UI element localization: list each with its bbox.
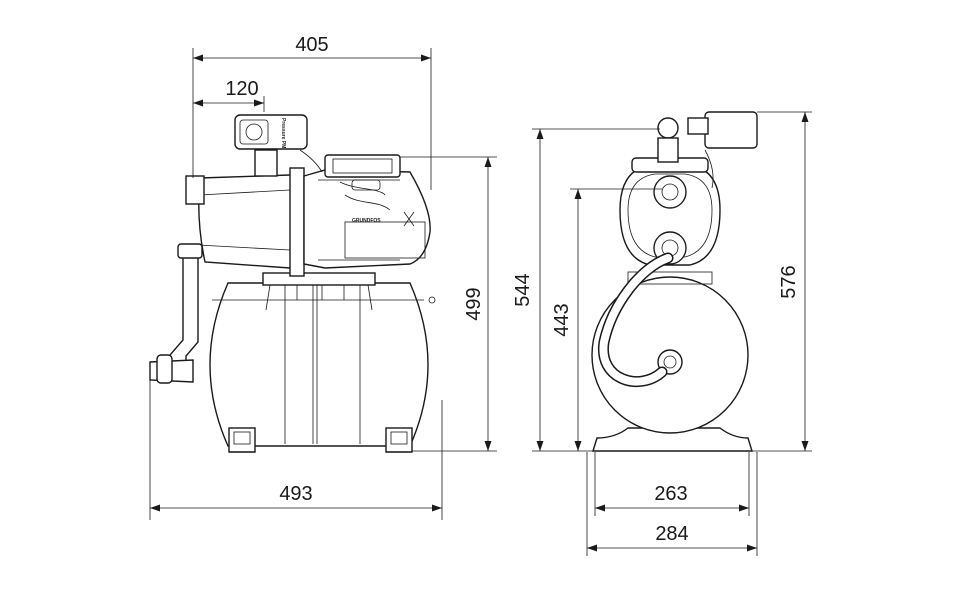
- dim-544-label: 544: [512, 273, 534, 306]
- pump-housing: GRUNDFOS: [185, 154, 431, 277]
- dim-544: 544: [512, 128, 660, 452]
- dim-263: 263: [594, 452, 750, 516]
- dim-443-label: 443: [551, 303, 573, 336]
- dim-284: 284: [586, 452, 758, 556]
- dim-499-label: 499: [463, 287, 485, 320]
- base-plate: [592, 427, 753, 452]
- dim-263-label: 263: [654, 483, 687, 505]
- dim-576-label: 576: [778, 265, 800, 298]
- brand-label: GRUNDFOS: [352, 218, 381, 224]
- dim-576: 576: [752, 111, 812, 452]
- pressure-tank-side: [209, 282, 436, 453]
- switch-label: Pressure PM: [280, 118, 286, 148]
- dim-493-label: 493: [279, 483, 312, 505]
- pressure-tank-front: [591, 271, 749, 434]
- dim-405: 405: [192, 34, 432, 190]
- side-view: GRUNDFOS Pressure PM: [149, 34, 497, 520]
- dim-120: 120: [193, 78, 265, 112]
- pressure-switch: Pressure PM: [234, 114, 323, 177]
- dim-405-label: 405: [295, 34, 328, 56]
- dim-120-label: 120: [225, 78, 258, 100]
- front-view: 544 443 576 263 284: [512, 111, 812, 556]
- dim-493: 493: [149, 370, 443, 520]
- dim-499: 499: [400, 156, 497, 452]
- pump-front: [619, 157, 721, 266]
- connection-hose: [149, 243, 203, 384]
- dim-443: 443: [551, 188, 662, 451]
- dim-284-label: 284: [655, 523, 688, 545]
- spiral-hose-front: [598, 252, 674, 387]
- pressure-switch-front: [657, 111, 758, 189]
